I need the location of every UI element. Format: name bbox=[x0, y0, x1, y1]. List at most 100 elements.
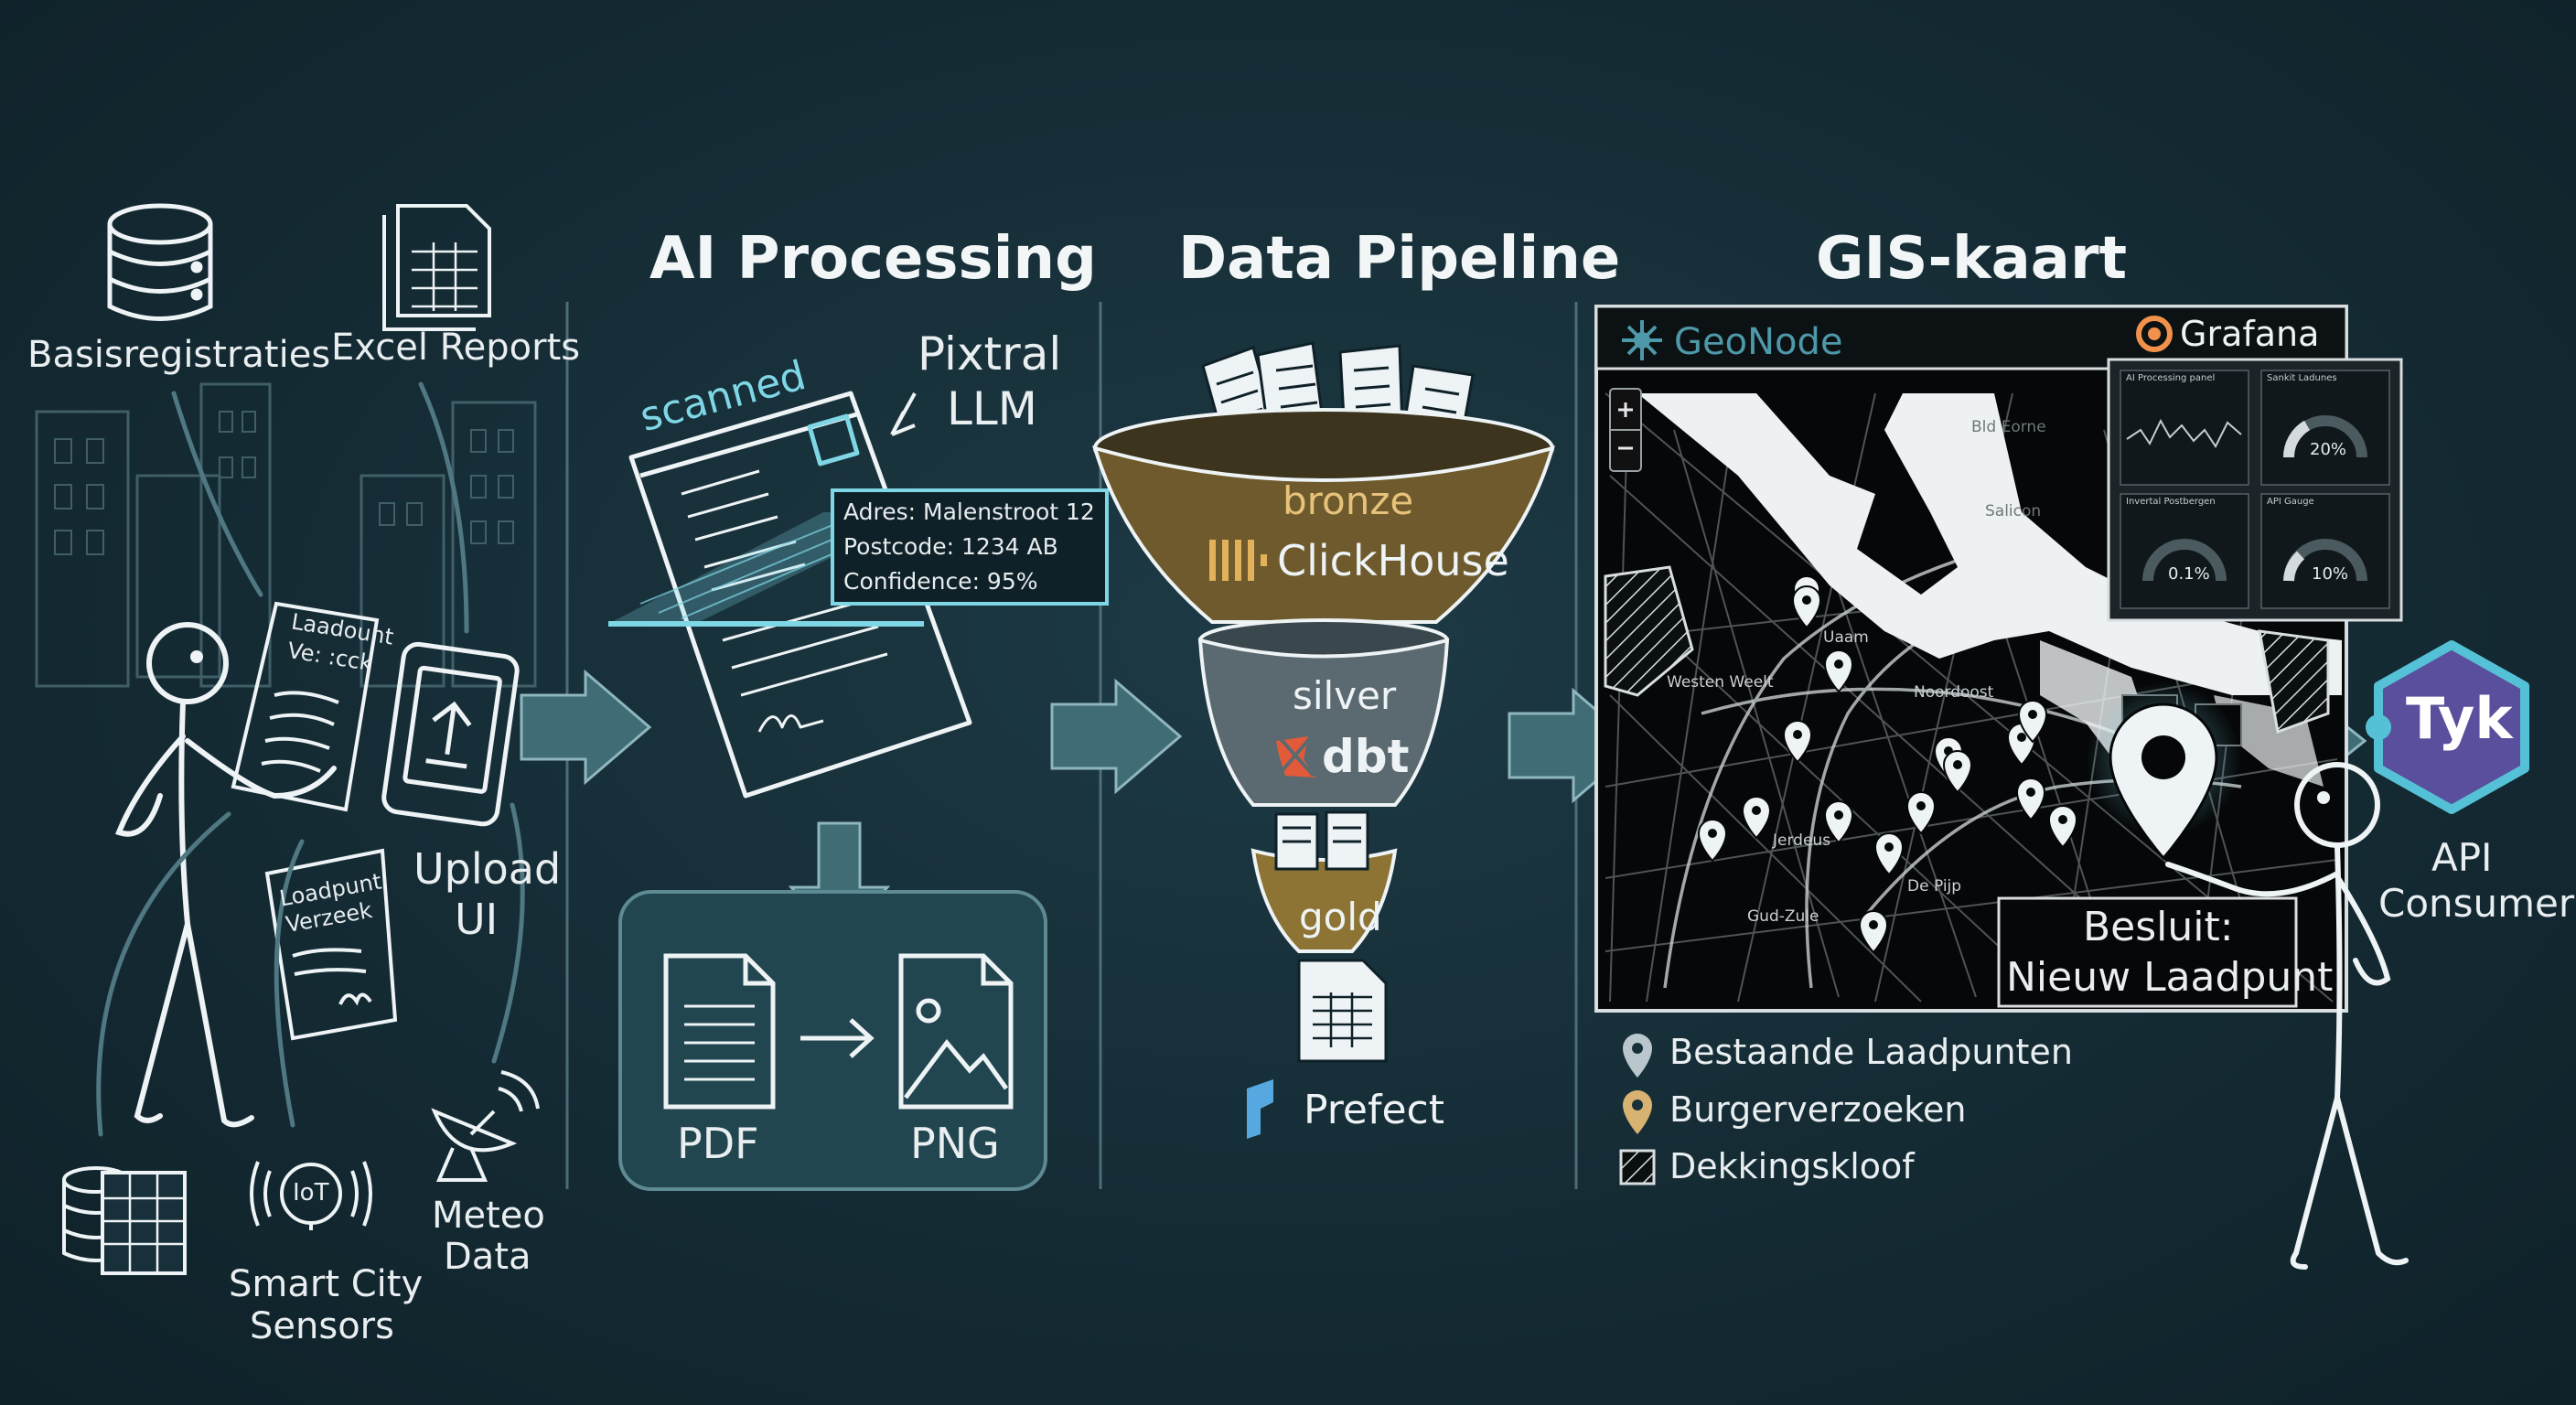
decision-value: Nieuw Laadpunt bbox=[2006, 954, 2334, 1001]
geonode-icon bbox=[1622, 320, 1662, 360]
legend-bestaande-laadpunten: Bestaande Laadpunten bbox=[1669, 1032, 2073, 1072]
header-data-pipeline: Data Pipeline bbox=[1178, 225, 1621, 293]
gold-output-document bbox=[1297, 959, 1388, 1063]
gauge-value-1: 20% bbox=[2310, 440, 2347, 459]
geonode-label[interactable]: GeoNode bbox=[1674, 321, 1843, 363]
label-meteo: Meteo bbox=[432, 1195, 545, 1237]
extract-postcode: Postcode: 1234 AB bbox=[843, 533, 1058, 560]
extract-adres: Adres: Malenstroot 12 bbox=[843, 499, 1095, 525]
bronze-label: bronze bbox=[1283, 478, 1414, 523]
map-pin-icon[interactable] bbox=[1942, 749, 1973, 794]
llm-pointer-arrow bbox=[890, 392, 917, 436]
clickhouse-label: ClickHouse bbox=[1277, 536, 1509, 585]
label-basisregistraties: Basisregistraties bbox=[27, 334, 331, 376]
prefect-icon bbox=[1247, 1079, 1273, 1139]
map-pin-icon[interactable] bbox=[1741, 795, 1772, 840]
prefect-label: Prefect bbox=[1304, 1087, 1444, 1133]
png-image-icon bbox=[898, 953, 1014, 1110]
map-pin-dot bbox=[1869, 920, 1878, 929]
coverage-gap-right bbox=[2258, 629, 2330, 735]
map-pin-group bbox=[1697, 585, 2078, 954]
grafana-panel-title-4: API Gauge bbox=[2267, 497, 2314, 507]
database-spreadsheet-icon bbox=[62, 1166, 187, 1275]
place-de-pijp: De Pijp bbox=[1907, 877, 1962, 896]
model-label-llm: LLM bbox=[947, 382, 1037, 435]
decision-title: Besluit: bbox=[2083, 904, 2234, 950]
header-gis-kaart: GIS-kaart bbox=[1816, 225, 2128, 293]
place-jerdeus: Jerdeus bbox=[1773, 831, 1831, 850]
grafana-dashboard bbox=[2107, 358, 2403, 622]
legend-pin-burger-icon bbox=[1623, 1090, 1652, 1134]
place-gud-zule: Gud-Zule bbox=[1747, 907, 1819, 926]
selected-location-pin bbox=[2086, 681, 2241, 861]
document-bottom bbox=[264, 848, 398, 1041]
silver-label: silver bbox=[1293, 673, 1397, 718]
map-pin-icon[interactable] bbox=[2047, 804, 2078, 849]
label-excel-reports: Excel Reports bbox=[331, 327, 581, 369]
place-bld-eorne: Bld Eorne bbox=[1971, 418, 2046, 436]
grafana-label[interactable]: Grafana bbox=[2180, 314, 2320, 354]
label-data: Data bbox=[444, 1236, 531, 1278]
gauge-value-3: 10% bbox=[2312, 564, 2349, 584]
flow-arrow-1 bbox=[520, 669, 652, 786]
map-pin-icon[interactable] bbox=[1823, 649, 1854, 693]
gauge-value-2: 0.1% bbox=[2168, 564, 2210, 584]
phone-upload-icon bbox=[381, 641, 520, 827]
dbt-label: dbt bbox=[1322, 730, 1410, 783]
consumer-label: Consumer bbox=[2378, 881, 2575, 926]
place-noordoost: Noordoost bbox=[1914, 683, 1994, 702]
person-right bbox=[2165, 762, 2409, 1270]
flow-arrow-2 bbox=[1050, 678, 1183, 795]
map-pin-icon[interactable] bbox=[1823, 799, 1854, 844]
city-sketch bbox=[35, 382, 537, 688]
map-pin-icon[interactable] bbox=[2017, 699, 2048, 744]
decision-box bbox=[1997, 896, 2298, 1008]
scanned-document bbox=[628, 391, 972, 799]
map-pin-icon[interactable] bbox=[1873, 831, 1905, 876]
map-pin-dot bbox=[1834, 660, 1843, 669]
map-pin-dot bbox=[1802, 595, 1811, 605]
map-pin-dot bbox=[1708, 829, 1717, 838]
label-ui: UI bbox=[455, 895, 499, 944]
extraction-box bbox=[831, 488, 1109, 606]
map-pin-dot bbox=[1884, 842, 1894, 852]
map-pin-icon[interactable] bbox=[1905, 790, 1937, 835]
map-pin-dot bbox=[2026, 788, 2035, 797]
person-left bbox=[115, 622, 337, 1128]
map-pin-dot bbox=[2058, 815, 2067, 824]
map-pin-dot bbox=[2028, 710, 2037, 719]
dbt-icon bbox=[1276, 736, 1315, 778]
extract-confidence: Confidence: 95% bbox=[843, 568, 1038, 595]
place-uaam: Uaam bbox=[1823, 628, 1869, 647]
clickhouse-icon bbox=[1209, 540, 1267, 581]
iot-sensor-icon bbox=[250, 1161, 372, 1230]
tyk-hexagon-icon bbox=[2366, 640, 2529, 814]
convert-arrow-icon bbox=[800, 1018, 875, 1058]
grafana-panel-title-3: Invertal Postbergen bbox=[2126, 497, 2216, 507]
map-pin-dot bbox=[2017, 733, 2026, 742]
funnel-gold bbox=[1250, 848, 1398, 953]
map-pin-icon[interactable] bbox=[1697, 818, 1728, 863]
tyk-label: Tyk bbox=[2406, 685, 2513, 752]
database-icon bbox=[107, 203, 213, 321]
coverage-gap-left bbox=[1604, 565, 1694, 697]
map-pin-dot bbox=[1953, 760, 1962, 769]
funnel-mid-documents bbox=[1274, 810, 1369, 871]
grafana-panel-title-2: Sankit Ladunes bbox=[2267, 373, 2337, 383]
grafana-icon bbox=[2136, 316, 2173, 352]
png-label: PNG bbox=[910, 1119, 1000, 1168]
map-pin-dot bbox=[1834, 810, 1843, 820]
legend-pin-bestaand-icon bbox=[1623, 1034, 1652, 1078]
map-pin-icon[interactable] bbox=[1791, 585, 1822, 629]
grafana-panel-title-1: AI Processing panel bbox=[2126, 373, 2216, 383]
zoom-controls[interactable] bbox=[1609, 388, 1642, 472]
map-pin-icon[interactable] bbox=[1858, 909, 1889, 954]
satellite-dish-icon bbox=[431, 1070, 540, 1182]
pdf-label: PDF bbox=[677, 1119, 759, 1168]
map-pin-icon[interactable] bbox=[2015, 777, 2046, 821]
source-arrows bbox=[96, 381, 525, 1137]
map-pin-icon[interactable] bbox=[1782, 719, 1813, 764]
place-salicon: Salicon bbox=[1985, 502, 2042, 520]
